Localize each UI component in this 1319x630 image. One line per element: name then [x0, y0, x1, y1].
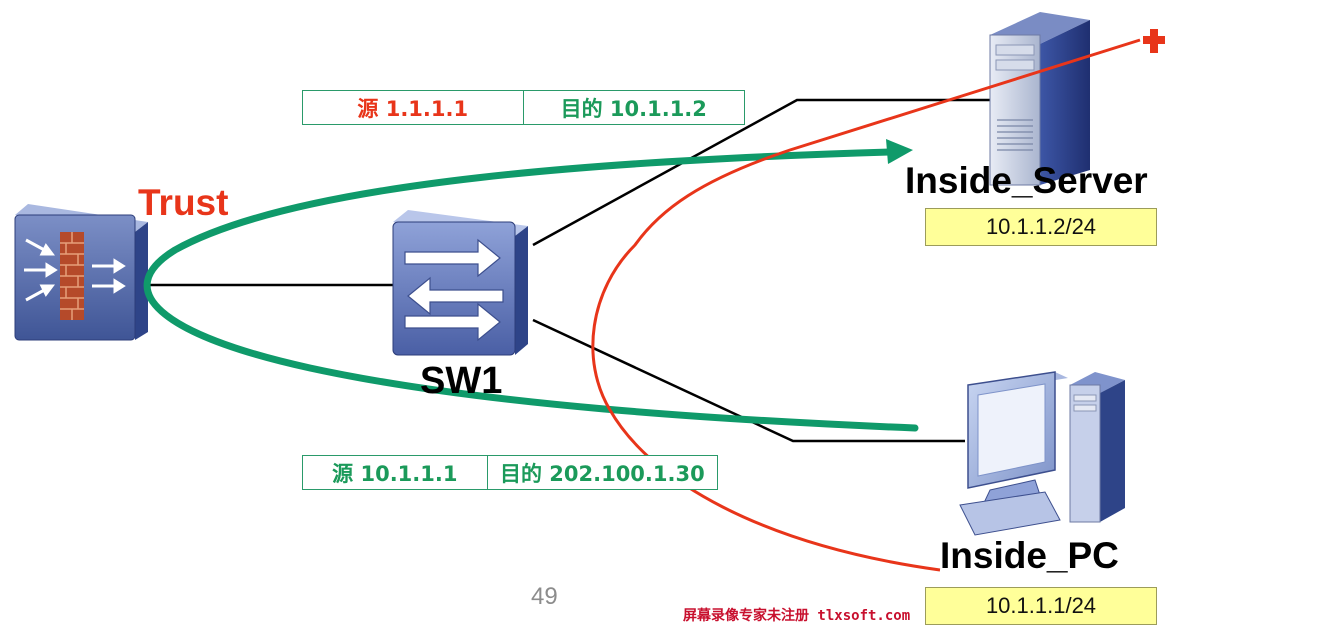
red-traffic-path: [591, 38, 1141, 572]
packet-bottom-destination: 目的 202.100.1.30: [486, 456, 717, 489]
packet-top-source: 源 1.1.1.1: [357, 96, 469, 121]
pc-icon: [959, 371, 1125, 536]
link-sw1-pc: [532, 318, 965, 443]
page-number: 49: [531, 583, 558, 610]
switch-label: SW1: [420, 360, 503, 402]
link-sw1-server: [532, 98, 990, 247]
green-arrowhead: [886, 139, 913, 164]
server-label: Inside_Server: [905, 160, 1148, 201]
trust-zone-label: Trust: [138, 182, 229, 223]
packet-bottom: 源 10.1.1.1 目的 202.100.1.30: [302, 455, 718, 490]
watermark: 屏幕录像专家未注册 tlxsoft.com: [683, 608, 911, 624]
pc-label: Inside_PC: [940, 535, 1119, 576]
firewall-icon: [14, 204, 148, 341]
server-ip: 10.1.1.2/24: [985, 214, 1097, 239]
red-cross-icon: [1143, 29, 1165, 53]
switch-icon: [392, 210, 528, 356]
packet-bottom-source: 源 10.1.1.1: [332, 461, 458, 486]
server-icon: [989, 12, 1090, 186]
packet-top: 源 1.1.1.1 目的 10.1.1.2: [302, 90, 745, 125]
pc-ip: 10.1.1.1/24: [985, 593, 1097, 618]
server-ip-box: 10.1.1.2/24: [925, 208, 1157, 246]
pc-ip-box: 10.1.1.1/24: [925, 587, 1157, 625]
green-traffic-path: [143, 148, 919, 432]
packet-top-destination: 目的 10.1.1.2: [522, 91, 745, 124]
